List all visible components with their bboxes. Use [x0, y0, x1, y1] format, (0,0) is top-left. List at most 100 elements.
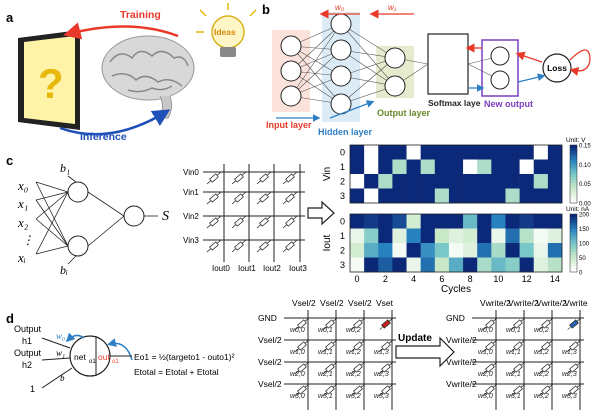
heatmap-cell: [533, 145, 549, 160]
weight-label: w3,0: [290, 393, 305, 400]
heatmap-x-tick: 12: [522, 274, 532, 284]
colorbar-segment: [570, 176, 577, 181]
total-equation: Etotal = Etotal + Etotal: [134, 367, 219, 377]
panel-b: Loss w₀ w₁ Input layer Hidden layer Outp…: [266, 3, 591, 137]
heatmap-cell: [519, 214, 535, 229]
connection-line: [290, 23, 342, 72]
memristor-icon: [353, 319, 363, 329]
heatmap-cell: [519, 159, 535, 175]
heatmap-cell: [434, 228, 450, 244]
memristor-icon: [513, 385, 523, 395]
memristor-icon: [325, 363, 335, 373]
colorbar-segment: [570, 237, 577, 241]
heatmap-cell: [364, 174, 379, 189]
heatmap-cell: [505, 243, 520, 258]
colorbar-frame: [569, 144, 578, 204]
heatmap-cell: [448, 145, 464, 160]
input-x1: x₁: [17, 196, 28, 211]
heatmap-cell: [378, 257, 393, 273]
memristor-icon: [541, 363, 551, 373]
colorbar-tick: 0.10: [579, 163, 591, 169]
panel-label-b: b: [262, 2, 270, 17]
heatmap-cell: [448, 174, 464, 189]
perceptron-output-node: [123, 205, 145, 227]
connection-line: [340, 23, 396, 59]
inference-label: Inference: [80, 131, 127, 143]
neuron-node: [280, 35, 302, 57]
connection-line: [340, 57, 396, 105]
weight-label: w1,0: [478, 349, 493, 356]
heatmap-cell: [505, 188, 520, 204]
colorbar-segment: [570, 248, 577, 252]
memristor-icon: [297, 319, 307, 329]
heatmap-cell: [406, 145, 421, 160]
update-arrow: [395, 336, 455, 368]
colorbar-segment: [570, 153, 577, 157]
weight-label: w0,1: [318, 327, 333, 334]
output-h2-label-1: Output: [14, 348, 42, 358]
heatmap-cell: [463, 243, 478, 258]
h2-line: [41, 357, 71, 361]
colorbar-tick: 0.15: [579, 144, 591, 150]
memristor-icon: [325, 385, 335, 395]
heatmap-cell: [434, 214, 450, 229]
colorbar-segment: [570, 269, 577, 273]
heatmap-x-tick: 14: [550, 274, 560, 284]
weight-label: w2,0: [478, 371, 493, 378]
heatmap-x-tick: 10: [493, 274, 503, 284]
heatmap-cell: [406, 228, 421, 244]
heatmap-cell: [420, 188, 436, 204]
memristor-icon: [297, 363, 307, 373]
heatmap-cell: [533, 174, 549, 189]
iout1-label: Iout1: [238, 264, 256, 273]
colorbar-segment: [570, 216, 577, 221]
new-output-node: [490, 70, 510, 90]
memristor-icon: [259, 193, 269, 203]
memristor-icon: [234, 217, 244, 227]
bias-bottom: bᵢ: [60, 263, 68, 277]
row-voltage-label: GND: [446, 313, 465, 323]
heatmap-row-tick: 3: [340, 191, 345, 201]
memristor-icon: [381, 319, 391, 329]
weight-label: w1,1: [506, 349, 521, 356]
weight-label: w1,3: [374, 349, 389, 356]
bias-edge: [67, 175, 77, 183]
connection-line: [290, 23, 342, 97]
neuron-node: [330, 13, 352, 35]
heatmap-cell: [350, 214, 365, 229]
perceptron-edge: [35, 191, 69, 201]
heatmap-cell: [392, 159, 407, 175]
weight-label: w1,1: [318, 349, 333, 356]
heatmap-ylabel: Iout: [322, 234, 333, 251]
input-layer-label: Input layer: [266, 120, 312, 130]
heatmap-row-tick: 3: [340, 260, 345, 270]
row-voltage-label: Vwrite/2: [446, 357, 477, 367]
training-label: Training: [120, 9, 161, 21]
heatmap-cell: [491, 214, 506, 229]
softmax-label: Softmax laye: [428, 98, 481, 108]
weight-label: w1,2: [346, 349, 361, 356]
training-arrow: [63, 22, 179, 40]
bias-top: b₁: [60, 161, 70, 175]
heatmap-cell: [463, 214, 478, 229]
heatmap-cell: [491, 145, 506, 160]
memristor-icon: [381, 363, 391, 373]
memristor-icon: [285, 217, 295, 227]
heatmap-cell: [477, 228, 492, 244]
weight-label: w0,0: [478, 327, 493, 334]
heatmap-ylabel: Vin: [322, 167, 333, 181]
input-x0: x₀: [17, 178, 28, 193]
heatmap-cell: [448, 159, 464, 175]
weight-label: w3,3: [562, 393, 577, 400]
weight-label: w2,0: [290, 371, 305, 378]
heatmap-cell: [533, 228, 549, 244]
memristor-icon: [353, 341, 363, 351]
heatmap-cell: [519, 257, 535, 273]
heatmap-cell: [364, 145, 379, 160]
brain-icon: [101, 35, 195, 119]
memristor-icon: [569, 319, 579, 329]
perceptron-node: [67, 235, 89, 257]
memristor-icon: [234, 173, 244, 183]
vin2-label: Vin2: [183, 212, 199, 221]
